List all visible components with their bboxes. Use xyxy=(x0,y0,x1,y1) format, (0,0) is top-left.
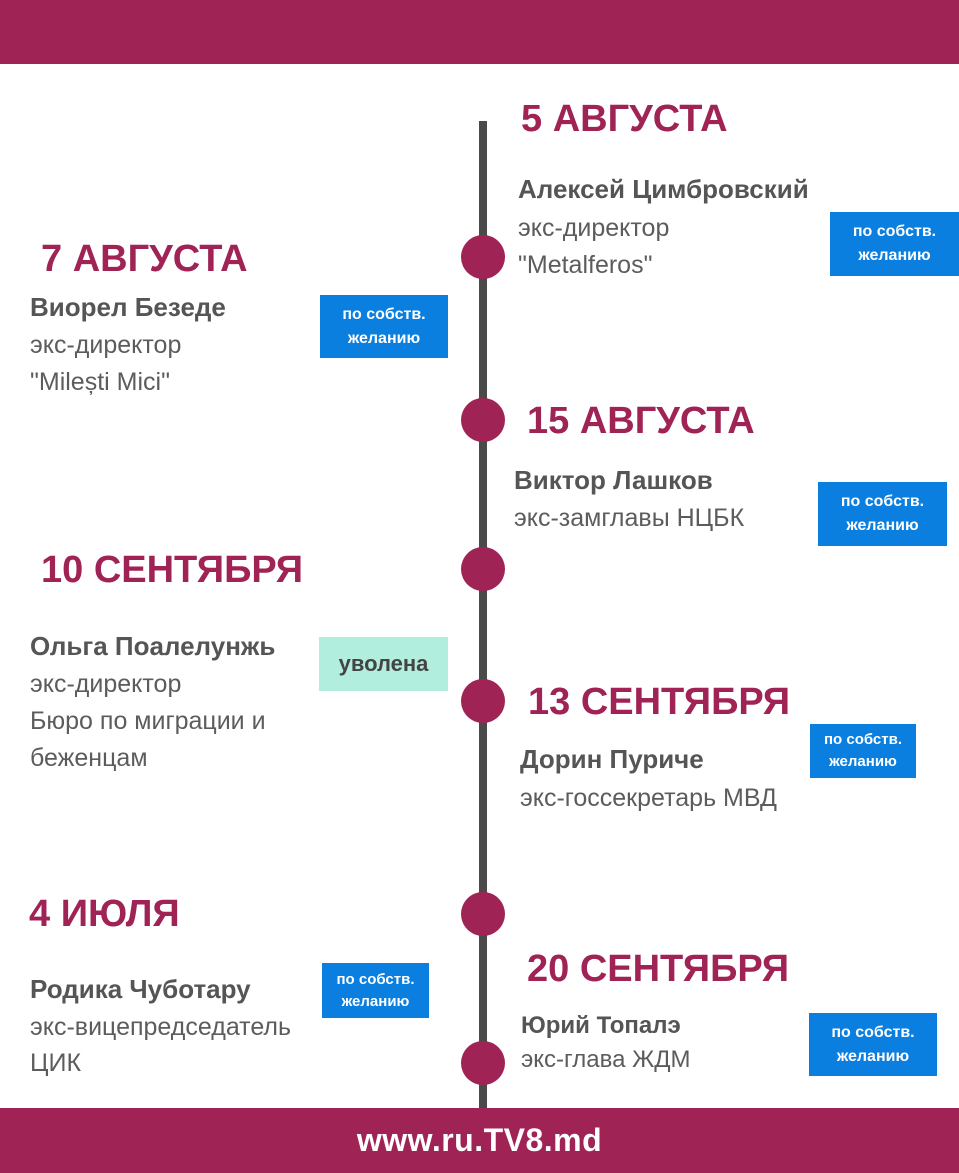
entry-name: Родика Чуботару xyxy=(30,974,251,1004)
footer-banner: www.ru.TV8.md xyxy=(0,1108,959,1173)
entry-role: экс-директор xyxy=(30,670,182,698)
badge-line: по собств. xyxy=(840,493,925,510)
entry-role: экс-директор xyxy=(518,214,670,242)
status-badge: по собств. желанию xyxy=(810,724,916,778)
badge-line: по собств. xyxy=(831,1023,915,1041)
entry-date: 20 СЕНТЯБРЯ xyxy=(527,948,790,990)
entry-date: 10 СЕНТЯБРЯ xyxy=(41,549,304,591)
entry-role: беженцам xyxy=(30,744,148,772)
status-badge: по собств. желанию xyxy=(818,482,947,546)
top-banner xyxy=(0,0,959,64)
entry-role: экс-замглавы НЦБК xyxy=(514,504,745,532)
timeline-axis xyxy=(479,121,487,1111)
entry-name: Дорин Пуриче xyxy=(520,744,704,774)
timeline-dot xyxy=(461,892,505,936)
badge-line: желанию xyxy=(341,992,410,1010)
badge-line: желанию xyxy=(858,247,931,264)
entry-role: экс-глава ЖДМ xyxy=(521,1046,691,1073)
entry-role: экс-директор xyxy=(30,331,182,359)
timeline-dot xyxy=(461,398,505,442)
status-badge: по собств. желанию xyxy=(809,1013,937,1076)
status-badge: по собств. желанию xyxy=(322,963,429,1018)
timeline-dot xyxy=(461,1041,505,1085)
badge-line: по собств. xyxy=(342,305,426,323)
entry-role: Бюро по миграции и xyxy=(30,707,266,735)
entry-role: "Metalferos" xyxy=(518,251,653,279)
entry-name: Виктор Лашков xyxy=(514,465,713,495)
entry-role: экс-госсекретарь МВД xyxy=(520,784,777,812)
status-badge: по собств. желанию xyxy=(320,295,448,358)
entry-date: 13 СЕНТЯБРЯ xyxy=(528,681,791,723)
timeline-dot xyxy=(461,235,505,279)
entry-date: 7 АВГУСТА xyxy=(41,238,248,280)
badge-line: желанию xyxy=(846,517,919,534)
entry-role: экс-вицепредседатель xyxy=(30,1013,292,1041)
entry-role: "Milești Mici" xyxy=(30,368,170,396)
entry-name: Алексей Цимбровский xyxy=(518,174,809,204)
badge-line: уволена xyxy=(338,651,429,676)
badge-line: желанию xyxy=(347,329,421,347)
entry-date: 5 АВГУСТА xyxy=(521,98,728,140)
entry-name: Юрий Топалэ xyxy=(521,1012,681,1039)
badge-line: по собств. xyxy=(852,223,937,240)
status-badge: уволена xyxy=(319,637,448,691)
badge-line: по собств. xyxy=(336,970,415,988)
badge-line: желанию xyxy=(829,753,897,770)
entry-name: Виорел Безеде xyxy=(30,292,226,322)
entry-date: 4 ИЮЛЯ xyxy=(29,893,180,935)
entry-role: ЦИК xyxy=(30,1049,82,1077)
timeline-dot xyxy=(461,679,505,723)
footer-url[interactable]: www.ru.TV8.md xyxy=(356,1122,603,1158)
entry-name: Ольга Поалелунжь xyxy=(30,631,276,661)
badge-line: желанию xyxy=(836,1047,910,1065)
entry-date: 15 АВГУСТА xyxy=(527,400,755,442)
badge-line: по собств. xyxy=(823,731,903,748)
timeline-dot xyxy=(461,547,505,591)
status-badge: по собств. желанию xyxy=(830,212,959,276)
